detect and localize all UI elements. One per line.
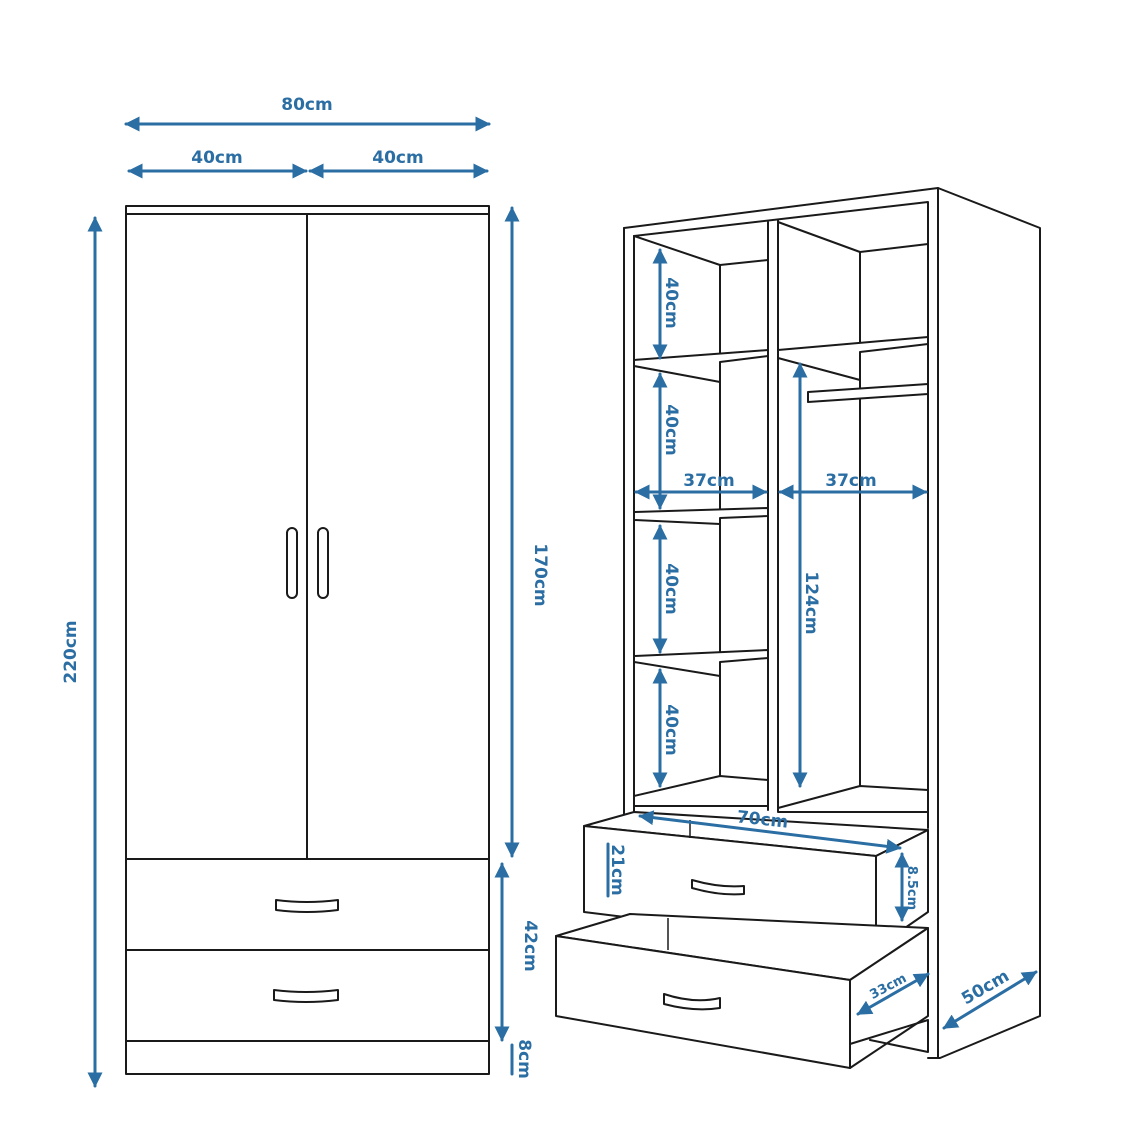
base-rail [849, 1019, 929, 1053]
shelf-3-label: 40cm [661, 563, 681, 614]
door-left-width-label: 40cm [191, 148, 242, 168]
depth-dim-line [942, 970, 1038, 1030]
drawer-width-dim-line [638, 810, 902, 854]
right-door-handle [317, 527, 329, 599]
shelf-4-label: 40cm [661, 704, 681, 755]
drawers-height-label: 42cm [520, 920, 540, 971]
back-top-left [633, 235, 721, 266]
inner-frame-top-right [633, 201, 929, 829]
left-shelf-3 [633, 649, 769, 677]
hanging-height-label: 124cm [801, 571, 821, 634]
total-height-label: 220cm [61, 620, 81, 683]
plinth-height-label: 8cm [514, 1039, 534, 1079]
back-top-mid [777, 221, 861, 253]
drawer-1-handle [691, 879, 745, 896]
interior-view [555, 187, 1041, 1069]
front-outline [125, 205, 490, 1075]
drawer-depth-dim-line [856, 972, 930, 1016]
back-top-mid-left [719, 259, 769, 266]
drawer-side-label: 8.5cm [904, 866, 919, 910]
shelf-1-label: 40cm [661, 277, 681, 328]
left-door-handle [286, 527, 298, 599]
front-drawer-1-handle [275, 899, 339, 913]
drawer-height-label: 21cm [607, 844, 627, 895]
door-right-width-label: 40cm [372, 148, 423, 168]
left-width-label: 37cm [683, 471, 734, 491]
interior-dimensions: 40cm 40cm 40cm 40cm 37cm 37cm 124cm 70cm… [606, 248, 1038, 1030]
front-drawer-2-handle [273, 989, 339, 1003]
right-width-label: 37cm [825, 471, 876, 491]
right-bottom-shelf [777, 785, 929, 813]
back-top-right [859, 243, 929, 253]
right-shelf [777, 336, 929, 381]
hanging-rail [807, 383, 929, 403]
left-shelf-1 [633, 349, 769, 383]
drawer-2-handle [663, 993, 721, 1011]
left-bottom-shelf [633, 775, 769, 807]
door-height-label: 170cm [530, 543, 550, 606]
front-dimensions: 80cm 40cm 40cm 220cm 170cm 42cm 8cm [61, 95, 550, 1088]
front-view [125, 205, 490, 1075]
left-shelf-2 [633, 507, 769, 525]
front-total-width-label: 80cm [281, 95, 332, 115]
shelf-2-label: 40cm [661, 404, 681, 455]
